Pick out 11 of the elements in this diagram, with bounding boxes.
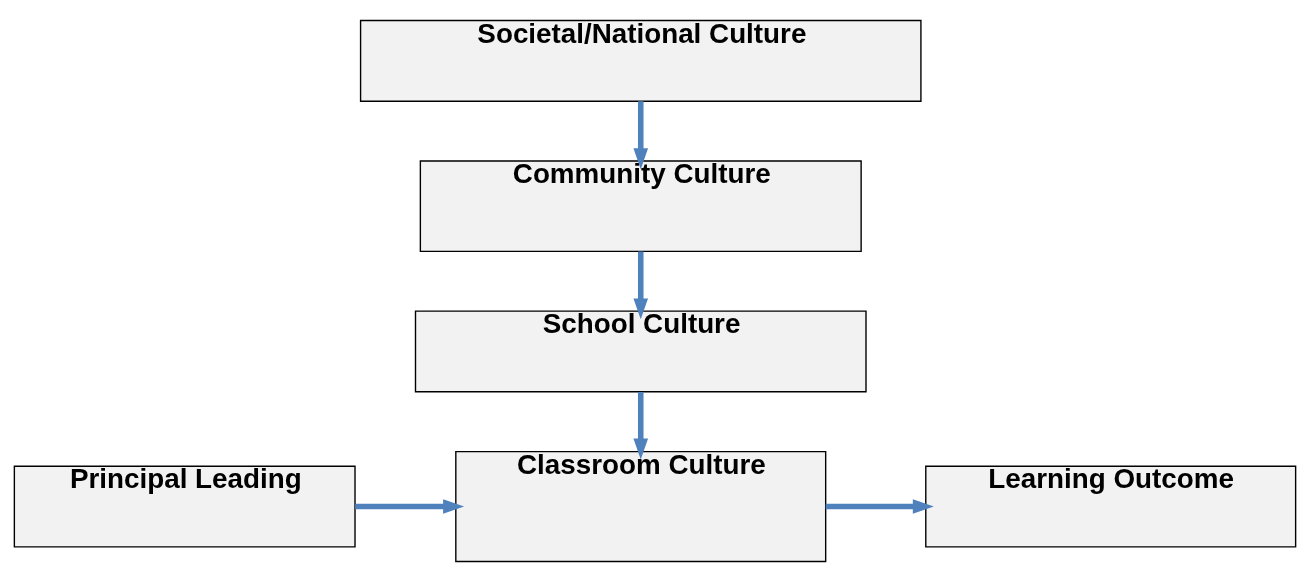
arrow: [825, 498, 934, 514]
node-box: Societal/National Culture: [359, 19, 922, 102]
node-box: Learning Outcome: [925, 465, 1297, 548]
node-box: School Culture: [414, 309, 867, 392]
arrow: [633, 251, 649, 319]
node-box: Principal Leading: [13, 465, 356, 548]
arrow: [355, 498, 465, 514]
node-box: Community Culture: [419, 159, 862, 252]
node-box: Classroom Culture: [455, 450, 827, 562]
arrow: [633, 100, 649, 169]
arrow: [633, 391, 649, 460]
